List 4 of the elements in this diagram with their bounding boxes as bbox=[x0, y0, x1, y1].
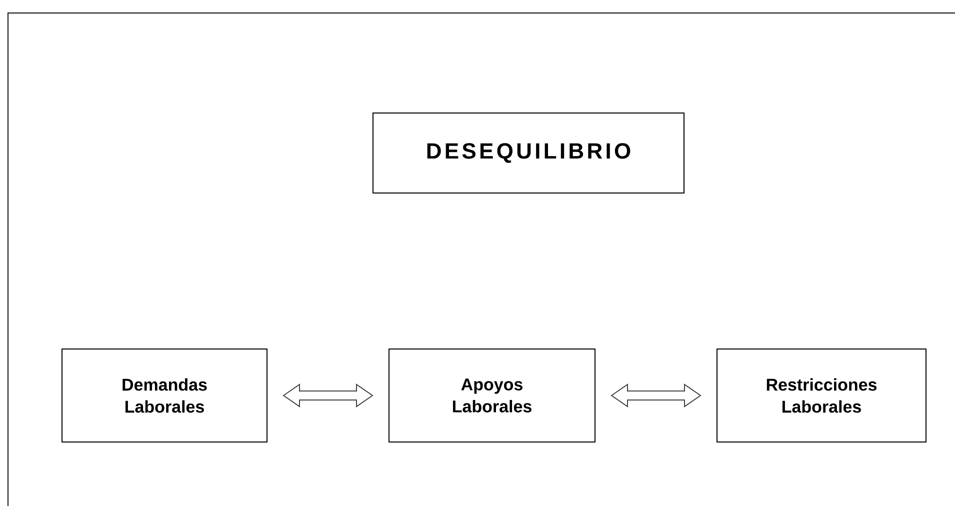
label-box: DESEQUILIBRIO bbox=[372, 112, 684, 194]
label-box: Restricciones Laborales bbox=[716, 348, 926, 442]
label-box: Demandas Laborales bbox=[62, 348, 268, 442]
label-box: Apoyos Laborales bbox=[388, 348, 596, 442]
